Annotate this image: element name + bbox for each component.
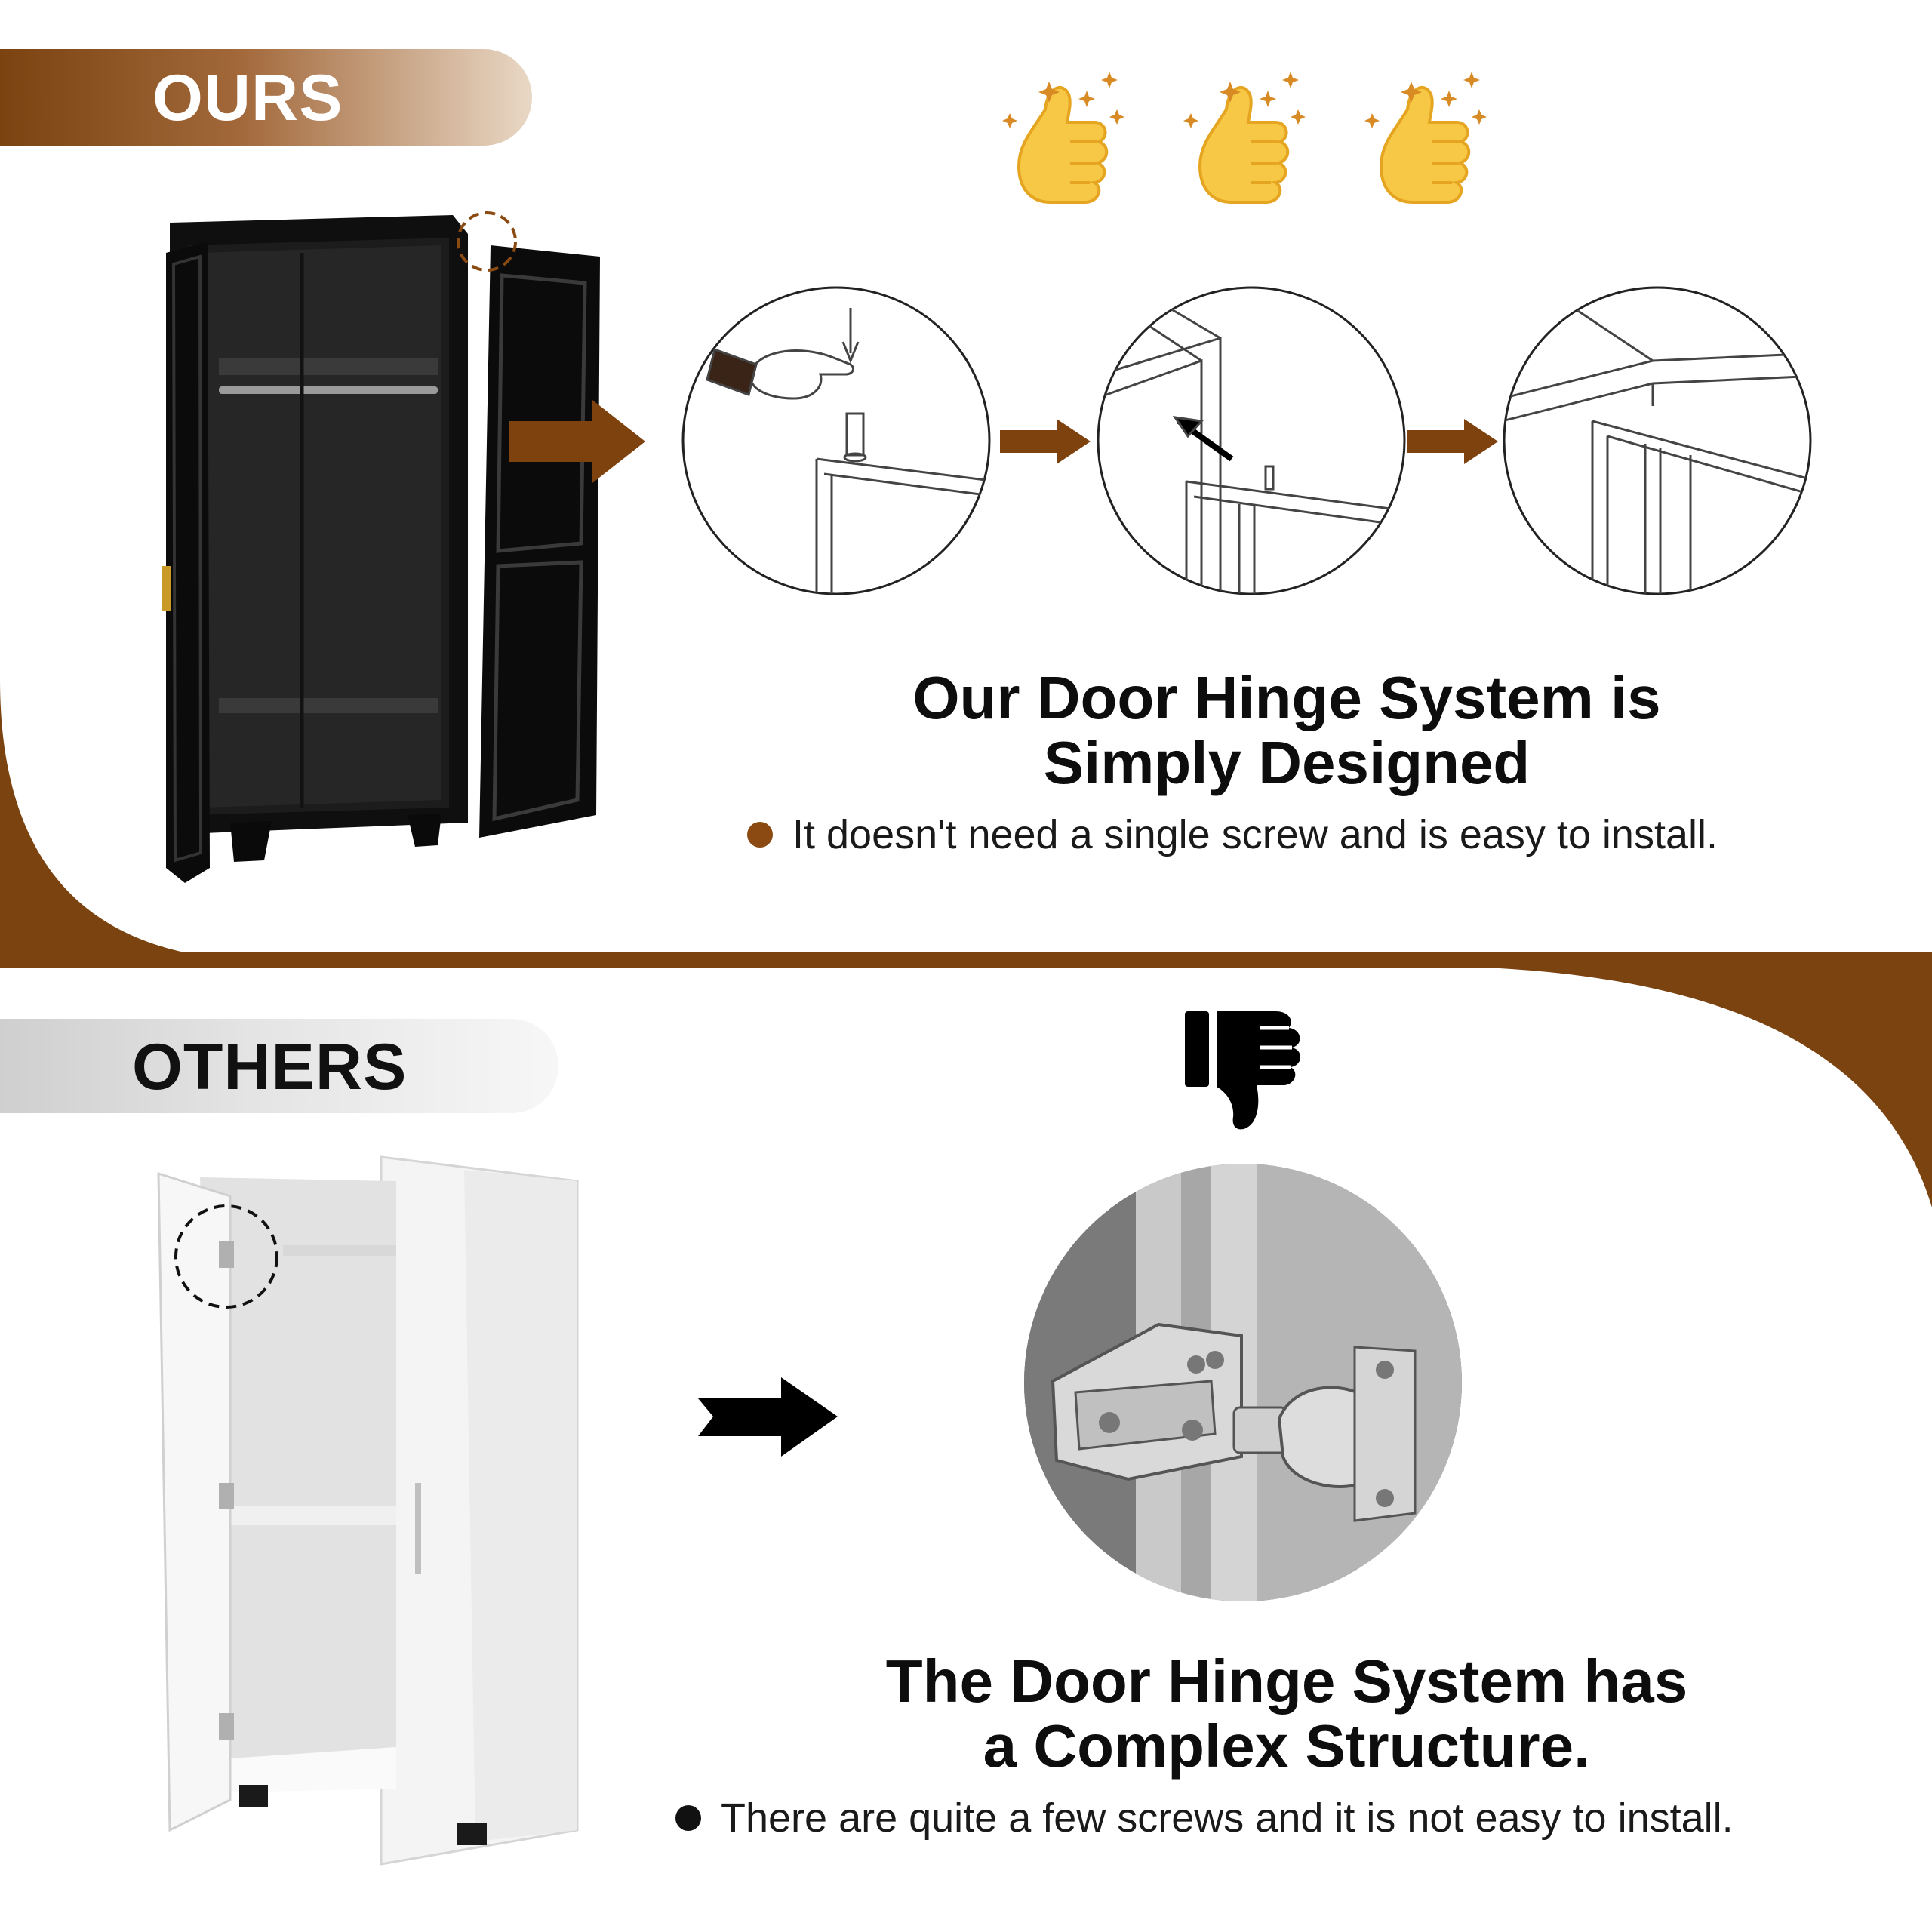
ours-banner-label: OURS (152, 62, 343, 134)
divider-band (0, 952, 1932, 968)
complex-hinge-closeup-image (1024, 1164, 1462, 1601)
others-heading-line1: The Door Hinge System has (885, 1647, 1688, 1715)
ours-heading-line1: Our Door Hinge System is (912, 664, 1661, 731)
install-step-2-diagram (1097, 286, 1406, 595)
thumbs-up-sparkle-icon (1182, 70, 1307, 204)
rating-thumbs-up-group (1001, 70, 1488, 204)
others-heading: The Door Hinge System has a Complex Stru… (792, 1649, 1781, 1779)
ours-heading: Our Door Hinge System is Simply Designed (834, 666, 1740, 795)
black-cabinet-image (162, 211, 600, 883)
ours-banner: OURS (0, 49, 532, 146)
ours-bullet: It doesn't need a single screw and is ea… (747, 811, 1718, 858)
install-step-1-diagram (681, 286, 991, 595)
bullet-dot (747, 822, 773, 848)
thumbs-up-sparkle-icon (1001, 70, 1126, 204)
arrow-right-icon (1407, 419, 1498, 464)
arrow-right-icon (1000, 419, 1091, 464)
white-cabinet-image (157, 1155, 579, 1866)
ours-section-brown-curve (0, 679, 196, 955)
others-banner: OTHERS (0, 1019, 558, 1113)
others-bullet: There are quite a few screws and it is n… (675, 1795, 1734, 1841)
arrow-right-icon (698, 1377, 838, 1457)
bullet-dot (675, 1805, 701, 1831)
thumbs-down-icon (1185, 1011, 1301, 1130)
install-step-3-diagram (1503, 286, 1812, 595)
ours-bullet-text: It doesn't need a single screw and is ea… (792, 812, 1718, 857)
others-bullet-text: There are quite a few screws and it is n… (721, 1795, 1734, 1841)
thumbs-up-sparkle-icon (1363, 70, 1488, 204)
others-banner-label: OTHERS (132, 1031, 408, 1103)
others-heading-line2: a Complex Structure. (983, 1712, 1591, 1780)
arrow-right-icon (509, 400, 645, 483)
divider-band-curve (1434, 966, 1932, 1208)
ours-heading-line2: Simply Designed (1043, 729, 1531, 796)
